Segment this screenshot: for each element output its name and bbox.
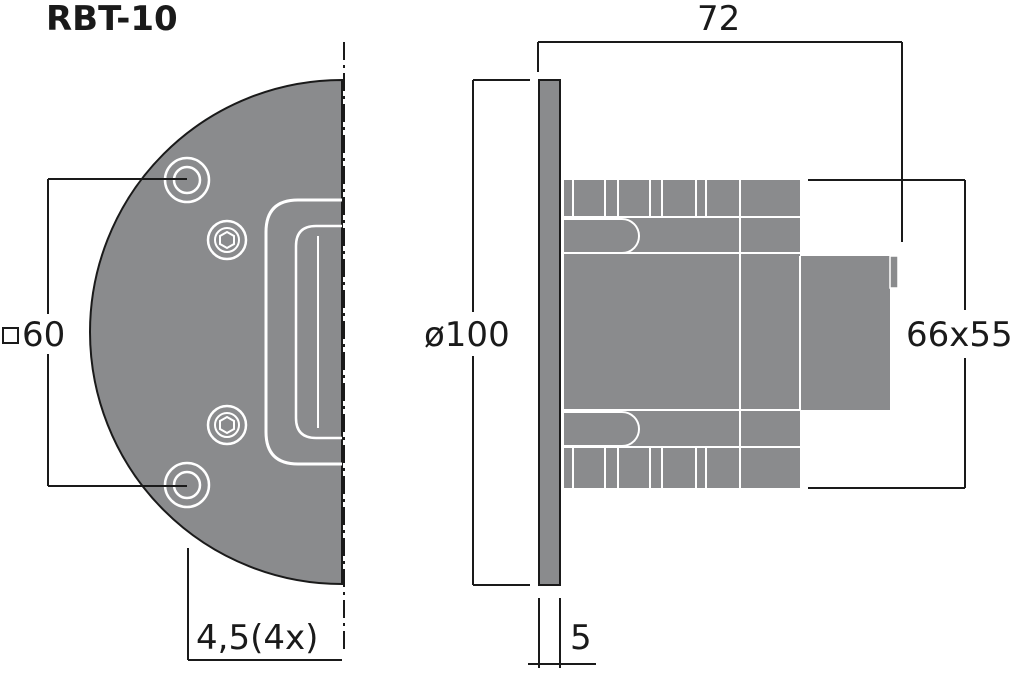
hex-screw-bottom: [206, 404, 248, 446]
body-seams: [564, 180, 801, 488]
back-terminal: [889, 255, 899, 289]
dim-label-mounting-square: 60: [2, 318, 65, 352]
dim-line-5: [528, 598, 596, 668]
dim-line-60: [47, 178, 187, 487]
dim-label-hole-size: 4,5(4x): [196, 618, 319, 658]
model-title: RBT-10: [46, 0, 178, 39]
center-handle-inner: [294, 224, 342, 440]
magnet-body: [564, 180, 800, 488]
front-view: [47, 42, 345, 661]
back-cup: [800, 256, 890, 410]
dim-label-mounting-square-value: 60: [22, 315, 66, 355]
side-view: [472, 41, 966, 668]
dim-line-72: [537, 41, 903, 242]
half-round-plate: [89, 78, 343, 586]
dim-label-flange-thickness: 5: [570, 618, 592, 658]
dim-label-magnet-size: 66x55: [906, 315, 1013, 355]
center-handle: [264, 198, 342, 466]
dim-line-hole: [187, 548, 342, 661]
hex-screw-top: [206, 219, 248, 261]
square-symbol-icon: [2, 327, 19, 344]
dim-label-diameter: ø100: [424, 315, 510, 355]
dim-label-depth: 72: [697, 0, 741, 39]
dim-line-66x55: [808, 179, 966, 489]
flange: [538, 79, 561, 586]
dim-line-100: [472, 79, 530, 586]
